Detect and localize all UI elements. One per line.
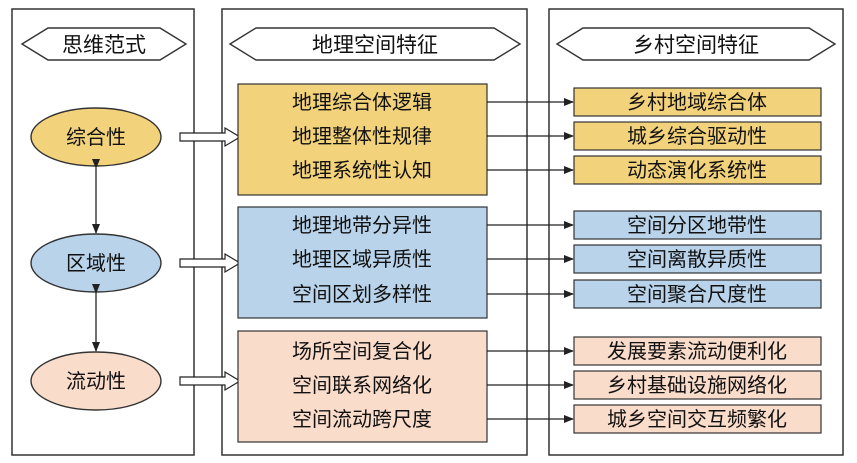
right-column-frame <box>548 8 844 456</box>
right-header-title: 乡村空间特征 <box>633 33 759 57</box>
geo-feature-text: 地理区域异质性 <box>292 247 432 271</box>
hollow-arrow <box>179 252 242 274</box>
rural-feature-text: 乡村基础设施网络化 <box>607 373 787 397</box>
geo-feature-block <box>237 83 488 196</box>
mode-label: 综合性 <box>66 125 126 149</box>
mode-ellipse <box>30 351 162 411</box>
geo-feature-block <box>237 330 488 443</box>
rural-feature-text: 空间离散异质性 <box>627 247 767 271</box>
geo-feature-text: 地理系统性认知 <box>292 158 432 182</box>
mode-label: 流动性 <box>66 369 126 393</box>
rural-feature-box <box>573 87 822 117</box>
rural-feature-text: 发展要素流动便利化 <box>607 339 787 363</box>
rural-feature-text: 空间聚合尺度性 <box>627 282 767 306</box>
hollow-arrow <box>179 370 242 392</box>
rural-feature-box <box>573 370 822 400</box>
hollow-arrow <box>179 126 242 148</box>
rural-feature-box <box>573 336 822 366</box>
rural-feature-box <box>573 404 822 434</box>
rural-feature-box <box>573 210 822 240</box>
geo-feature-text: 空间区划多样性 <box>292 282 432 306</box>
middle-header-hexagon <box>228 27 522 61</box>
geo-feature-text: 空间流动跨尺度 <box>292 407 432 431</box>
mode-label: 区域性 <box>66 251 126 275</box>
geo-feature-text: 空间联系网络化 <box>292 373 432 397</box>
left-column-frame <box>11 8 195 456</box>
geo-feature-text: 地理综合体逻辑 <box>292 90 432 114</box>
rural-feature-text: 城乡综合驱动性 <box>627 124 767 148</box>
geo-feature-text: 地理整体性规律 <box>292 124 432 148</box>
geo-feature-text: 地理地带分异性 <box>292 213 432 237</box>
rural-feature-text: 乡村地域综合体 <box>627 90 767 114</box>
rural-feature-box <box>573 155 822 185</box>
rural-feature-box <box>573 279 822 309</box>
left-header-hexagon <box>20 27 188 61</box>
middle-column-frame <box>221 8 528 456</box>
rural-feature-text: 城乡空间交互频繁化 <box>607 407 787 431</box>
rural-feature-text: 空间分区地带性 <box>627 213 767 237</box>
geo-feature-block <box>237 206 488 319</box>
right-header-hexagon <box>555 27 837 61</box>
middle-header-title: 地理空间特征 <box>312 33 438 57</box>
left-header-title: 思维范式 <box>62 33 146 57</box>
geo-feature-text: 场所空间复合化 <box>292 339 432 363</box>
rural-feature-box <box>573 121 822 151</box>
rural-feature-box <box>573 244 822 274</box>
rural-feature-text: 动态演化系统性 <box>627 158 767 182</box>
